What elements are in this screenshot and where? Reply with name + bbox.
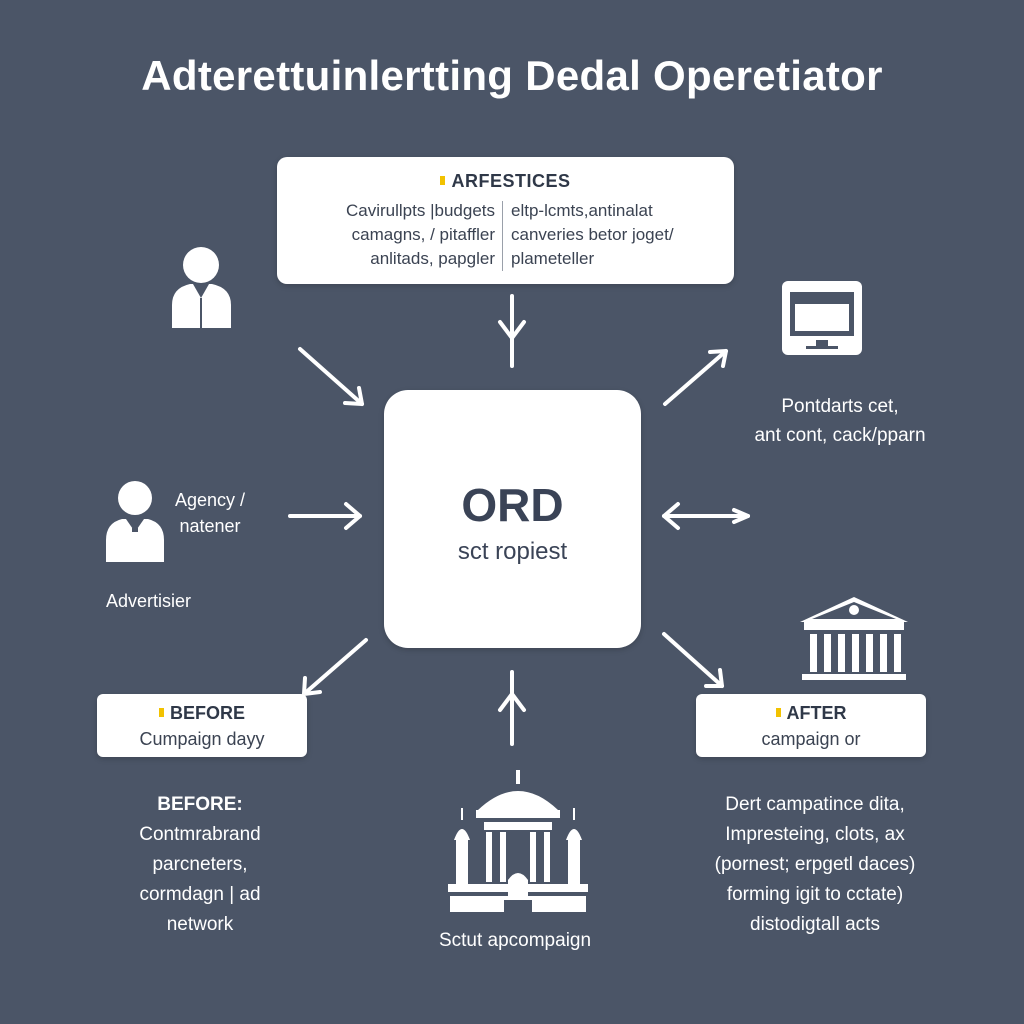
palace-icon	[448, 770, 588, 912]
after-description-line: Impresteing, clots, ax	[725, 824, 905, 845]
after-description-line: distodigtall acts	[750, 914, 880, 935]
arrow-center-to-monitor	[663, 349, 728, 406]
accent-marker	[158, 708, 164, 717]
after-description-line: (pornest; erpgetl daces)	[714, 854, 916, 875]
platform-label: Pontdarts cet, ant cont, cack/pparn	[730, 392, 950, 450]
list-item: anlitads, papgler	[370, 249, 495, 268]
before-description-line: Contmrabrand	[139, 824, 261, 845]
before-description-line: cormdagn | ad	[139, 884, 261, 905]
building-icon	[800, 597, 908, 680]
after-description: Dert campatince dita, Impresteing, clots…	[690, 790, 940, 940]
arrow-center-to-before	[302, 638, 368, 696]
before-card-text: Cumpaign dayy	[139, 729, 265, 749]
list-item: eltp-lcmts,antinalat	[511, 201, 653, 220]
accent-marker	[775, 708, 781, 717]
diagram-title: Adterettuinlertting Dedal Operetiator	[141, 52, 883, 99]
before-description-line: network	[166, 914, 234, 935]
list-item: plameteller	[511, 249, 595, 268]
responsibilities-card-title: ARFESTICES	[277, 171, 734, 192]
before-description: BEFORE: Contmrabrand parcneters, cormdag…	[100, 790, 300, 940]
agency-label: Agency / natener	[160, 487, 260, 539]
responsibilities-title-text: ARFESTICES	[451, 171, 571, 191]
arrow-agency-to-center	[288, 502, 362, 530]
list-item: canveries betor joget/	[511, 225, 674, 244]
after-card-title: AFTER	[696, 703, 926, 724]
platform-label-line: Pontdarts cet,	[781, 396, 899, 417]
arrow-center-bidirectional	[662, 502, 750, 530]
start-campaign-label: Sctut apcompaign	[438, 930, 592, 951]
ord-title: ORD	[461, 479, 564, 531]
arrow-person-to-center	[298, 347, 364, 406]
platform-label-line: ant cont, cack/pparn	[754, 425, 926, 446]
after-card-title-text: AFTER	[786, 703, 847, 723]
column-divider	[502, 201, 503, 271]
after-card-text: campaign or	[761, 729, 861, 749]
before-description-line: parcneters,	[152, 854, 248, 875]
arrow-center-to-after	[662, 632, 724, 688]
after-description-line: forming igit to cctate)	[726, 884, 904, 905]
after-description-line: Dert campatince dita,	[725, 794, 905, 815]
advertiser-label: Advertisier	[106, 591, 192, 611]
agency-label-line: Agency /	[174, 490, 246, 510]
list-item: Cavirullpts |budgets	[346, 201, 495, 220]
agency-label-line: natener	[179, 516, 241, 536]
accent-marker	[440, 176, 446, 185]
before-description-title: BEFORE:	[157, 794, 243, 815]
responsibilities-right-column: eltp-lcmts,antinalat canveries betor jog…	[511, 199, 731, 271]
person-icon	[106, 481, 164, 562]
arrow-top-to-center	[498, 294, 526, 368]
before-card-title: BEFORE	[97, 703, 307, 724]
responsibilities-left-column: Cavirullpts |budgets camagns, / pitaffle…	[295, 199, 495, 271]
arrow-bottom-to-center	[498, 670, 526, 746]
after-card: AFTER campaign or	[696, 694, 926, 757]
before-card: BEFORE Cumpaign dayy	[97, 694, 307, 757]
before-card-title-text: BEFORE	[169, 703, 245, 723]
monitor-icon	[782, 281, 862, 355]
ord-subtitle: sct ropiest	[457, 538, 568, 565]
person-icon	[172, 247, 231, 328]
responsibilities-card: ARFESTICES Cavirullpts |budgets camagns,…	[277, 157, 734, 284]
list-item: camagns, / pitaffler	[351, 225, 495, 244]
ord-center-card: ORD sct ropiest	[384, 390, 641, 648]
